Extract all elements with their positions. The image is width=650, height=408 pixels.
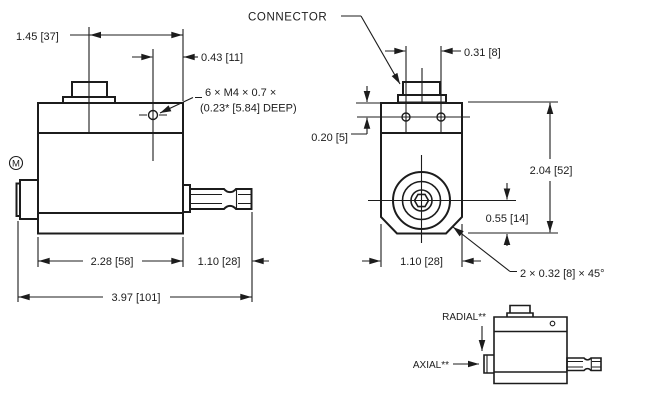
dim-overall-height: 2.04 [52] — [530, 165, 573, 177]
dim-connector-width: 0.31 [8] — [464, 47, 501, 59]
radial-label: RADIAL** — [442, 312, 486, 323]
inset-body-outline — [483, 304, 568, 385]
side-view-body-outline — [15, 81, 191, 235]
dim-body-length: 2.28 [58] — [91, 256, 134, 268]
dim-body-width: 1.10 [28] — [400, 256, 443, 268]
front-view-dimension-arrows — [362, 47, 554, 272]
chamfer-note: 2 × 0.32 [8] × 45° — [520, 268, 605, 280]
thread-note-leader-arrow — [159, 97, 194, 114]
dim-top-to-hole: 0.20 [5] — [311, 132, 348, 144]
dim-center-to-bottom: 0.55 [14] — [486, 213, 529, 225]
axial-label: AXIAL** — [413, 360, 449, 371]
chamfer-leader-arrow — [452, 226, 511, 272]
dim-hole-to-edge: 0.43 [11] — [201, 52, 243, 64]
drive-shaft-hex-flats — [190, 189, 251, 209]
inset-shaft-outline — [566, 357, 602, 372]
front-view-extension-lines — [351, 46, 558, 273]
inset-shaft-hex-flats — [567, 358, 601, 370]
m-reference-label: M — [12, 159, 20, 170]
thread-note-line2: (0.23* [5.84] DEEP) — [200, 103, 297, 115]
drive-shaft-outline — [189, 188, 253, 210]
connector-leader-arrow — [360, 15, 401, 85]
side-view-dimension-arrows — [18, 15, 401, 301]
thread-note-line1: 6 × M4 × 0.7 × — [205, 87, 276, 99]
dim-connector-to-edge: 1.45 [37] — [16, 31, 59, 43]
inset-screw-hole — [549, 320, 556, 327]
dim-overall-length: 3.97 [101] — [112, 292, 161, 304]
m-reference-circle — [8, 155, 24, 171]
load-direction-inset-view: RADIAL** AXIAL** — [413, 304, 602, 385]
connector-callout: CONNECTOR — [248, 12, 327, 24]
side-view: M — [8, 81, 253, 235]
dim-shaft-length: 1.10 [28] — [198, 256, 241, 268]
side-view-extension-lines — [17, 15, 361, 302]
front-view-body-outline — [380, 81, 463, 235]
